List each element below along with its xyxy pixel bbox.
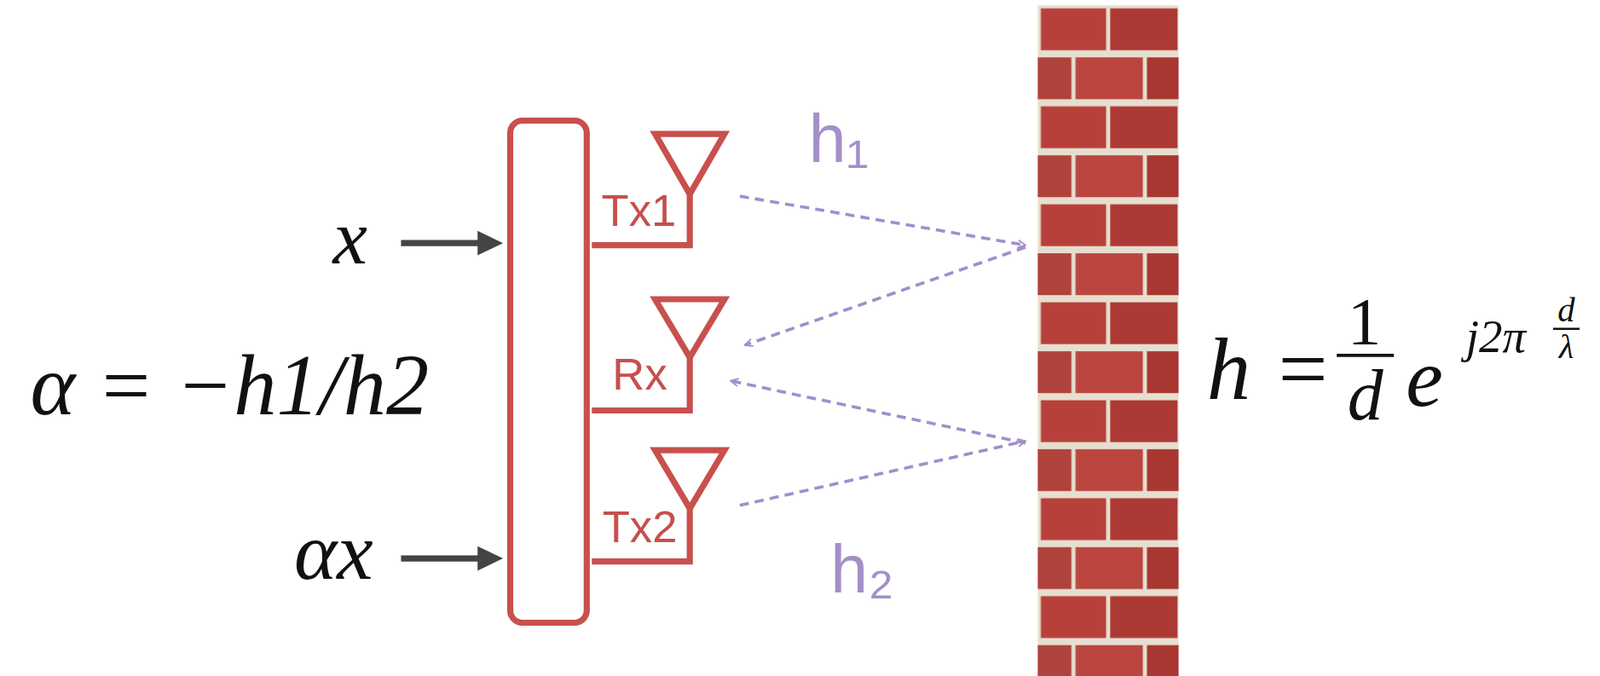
equation-exponent: j2π [1466,313,1526,361]
equation-term: h = [1207,325,1333,414]
equation-term: e [1405,335,1444,420]
transceiver-box [510,121,588,624]
equation-term: 1 [1347,286,1382,354]
signal-path [739,196,1026,245]
channel-label: h₂ [830,534,895,602]
fraction-bar [1336,353,1394,358]
equation-exponent: d [1557,293,1575,329]
equation-exponent: λ [1559,329,1575,365]
antenna-symbol [591,133,725,245]
input-arrow [400,231,503,256]
weight-formula: α = −h1/h2 [29,342,429,429]
antenna-symbol [591,450,725,561]
channel-label: h₁ [808,103,870,172]
antenna-label: Tx2 [602,503,678,549]
signal-path [730,381,1026,444]
input-arrow [400,546,503,572]
weighted-signal: αx [294,511,374,594]
equation-term: d [1347,360,1384,433]
antenna-label: Tx1 [600,187,676,233]
brick-wall [1037,5,1179,676]
input-signal: x [332,197,367,276]
signal-path [739,440,1026,505]
antenna-symbol [591,299,725,411]
antenna-label: Rx [612,352,667,398]
signal-path [745,247,1026,346]
